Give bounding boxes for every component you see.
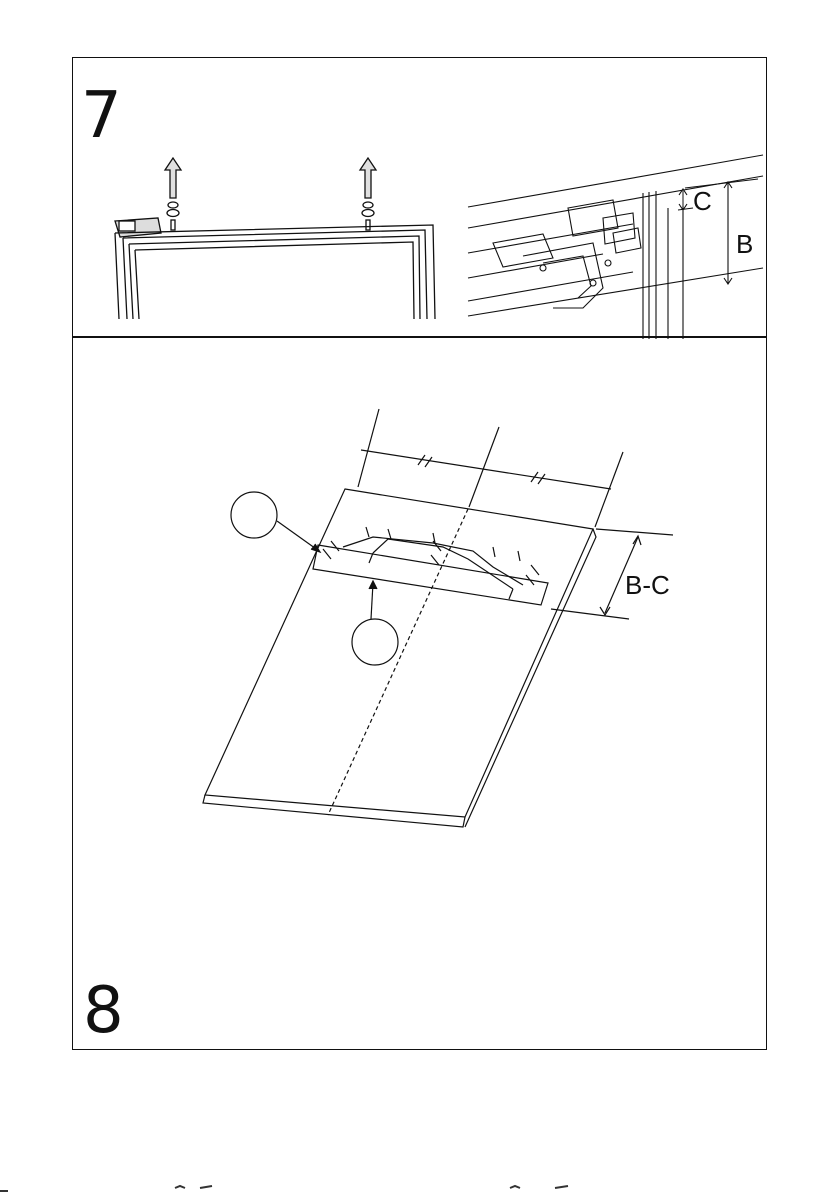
- mounting-bracket: [313, 527, 548, 605]
- dimension-bc-label: B-C: [625, 570, 670, 600]
- door-panel: [205, 489, 593, 817]
- door-top-illustration: C B: [73, 58, 768, 339]
- up-arrow-left-icon: [165, 158, 181, 198]
- callout-circle-bottom: [352, 619, 398, 665]
- dimension-c-label: C: [693, 186, 712, 216]
- footer-marks: [0, 1180, 840, 1192]
- step-8-panel: 8: [72, 336, 767, 1050]
- door-panel-bracket-illustration: B-C: [73, 337, 768, 1051]
- callout-circle-top: [231, 492, 277, 538]
- dimension-b-label: B: [736, 229, 753, 259]
- step-7-panel: 7: [72, 57, 767, 338]
- up-arrow-right-icon: [360, 158, 376, 198]
- screws: [323, 541, 539, 585]
- hinge-detail-illustration: [468, 155, 763, 339]
